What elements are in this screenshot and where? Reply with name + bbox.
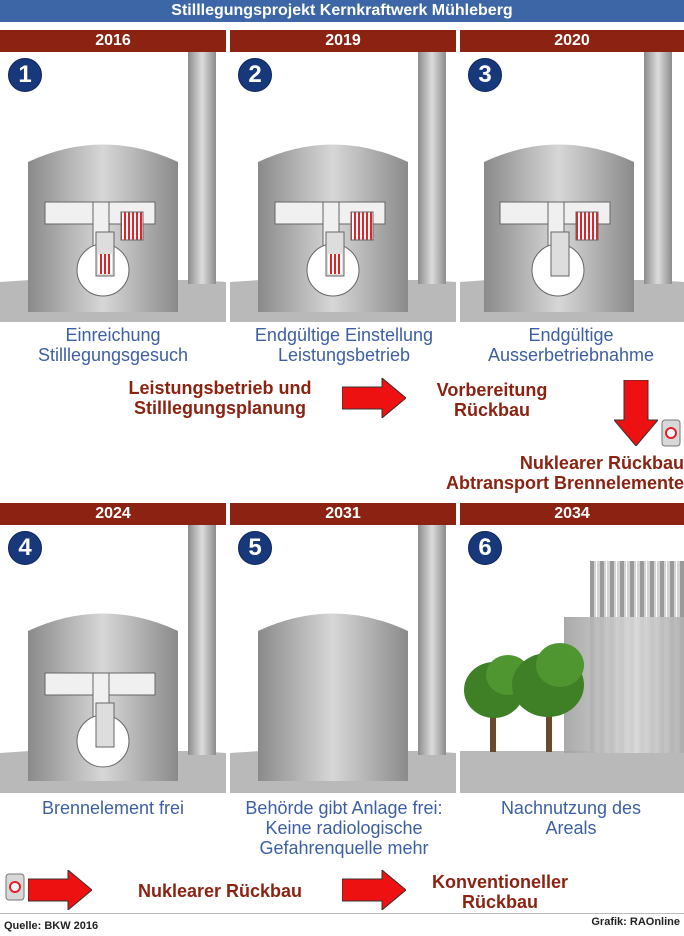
cask-icon — [661, 419, 681, 447]
step-badge-5: 5 — [238, 531, 272, 565]
panel-2031: 5 — [230, 525, 456, 815]
year-bar-2031: 2031 — [230, 503, 456, 525]
credit-label: Grafik: RAOnline — [591, 916, 680, 928]
year-bar-2034: 2034 — [460, 503, 684, 525]
caption-2031: Behörde gibt Anlage frei: Keine radiolog… — [226, 798, 462, 858]
panel-2019: 2 — [230, 52, 456, 342]
reactor-building-icon — [230, 525, 456, 793]
phase-conventional-dismantling: Konventioneller Rückbau — [410, 872, 590, 912]
phase-line: Rückbau — [453, 400, 531, 420]
year-bar-2024: 2024 — [0, 503, 226, 525]
phase-line: Nuklearer Rückbau — [519, 453, 684, 473]
tree-icon — [464, 643, 584, 752]
caption-2020: Endgültige Ausserbetriebnahme — [458, 325, 684, 365]
caption-line: Behörde gibt Anlage frei: — [245, 798, 443, 818]
phase-line: Stilllegungsplanung — [134, 398, 306, 418]
footer-divider — [0, 913, 684, 914]
reactor-building-icon — [460, 52, 684, 322]
arrow-right-icon — [342, 378, 406, 418]
step-badge-4: 4 — [8, 531, 42, 565]
year-bar-2016: 2016 — [0, 30, 226, 52]
panel-2024: 4 — [0, 525, 226, 815]
panel-2034: 6 — [460, 525, 684, 815]
step-badge-6: 6 — [468, 531, 502, 565]
reactor-building-icon — [0, 52, 226, 322]
caption-line: Areals — [545, 818, 597, 838]
arrow-down-icon — [614, 380, 658, 446]
cask-icon — [5, 873, 25, 901]
caption-2024: Brennelement frei — [0, 798, 226, 818]
step-badge-2: 2 — [238, 58, 272, 92]
phase-nuclear-dismantling-transport: Nuklearer Rückbau Abtransport Brenneleme… — [360, 453, 684, 493]
phase-line: Rückbau — [461, 892, 539, 912]
year-bar-2020: 2020 — [460, 30, 684, 52]
conventional-building-icon — [460, 561, 684, 793]
source-label: Quelle: BKW 2016 — [4, 920, 99, 932]
caption-line: Einreichung — [65, 325, 161, 345]
caption-line: Leistungsbetrieb — [277, 345, 411, 365]
caption-line: Nachnutzung des — [500, 798, 642, 818]
panel-2020: 3 — [460, 52, 684, 342]
step-badge-3: 3 — [468, 58, 502, 92]
caption-line: Stilllegungsgesuch — [37, 345, 189, 365]
phase-line: Abtransport Brennelemente — [445, 473, 684, 493]
step-badge-1: 1 — [8, 58, 42, 92]
year-bar-2019: 2019 — [230, 30, 456, 52]
caption-line: Brennelement frei — [41, 798, 185, 818]
phase-line: Leistungsbetrieb und — [128, 378, 312, 398]
phase-preparation-dismantling: Vorbereitung Rückbau — [412, 380, 572, 420]
caption-line: Gefahrenquelle mehr — [259, 838, 429, 858]
caption-line: Endgültige — [528, 325, 614, 345]
page-title: Stilllegungsprojekt Kernkraftwerk Mühleb… — [0, 0, 684, 22]
caption-line: Keine radiologische — [265, 818, 423, 838]
caption-2019: Endgültige Einstellung Leistungsbetrieb — [226, 325, 462, 365]
reactor-building-icon — [230, 52, 456, 322]
arrow-right-icon — [342, 870, 406, 910]
phase-operation-planning: Leistungsbetrieb und Stilllegungsplanung — [100, 378, 340, 418]
caption-line: Endgültige Einstellung — [254, 325, 434, 345]
phase-line: Vorbereitung — [436, 380, 548, 400]
arrow-right-icon — [28, 870, 92, 910]
caption-2016: Einreichung Stilllegungsgesuch — [0, 325, 226, 365]
caption-line: Ausserbetriebnahme — [487, 345, 655, 365]
panel-2016: 1 — [0, 52, 226, 342]
phase-nuclear-dismantling: Nuklearer Rückbau — [110, 881, 330, 901]
phase-line: Konventioneller — [431, 872, 569, 892]
reactor-building-icon — [0, 525, 226, 793]
phase-line: Nuklearer Rückbau — [137, 881, 303, 901]
caption-2034: Nachnutzung des Areals — [458, 798, 684, 838]
